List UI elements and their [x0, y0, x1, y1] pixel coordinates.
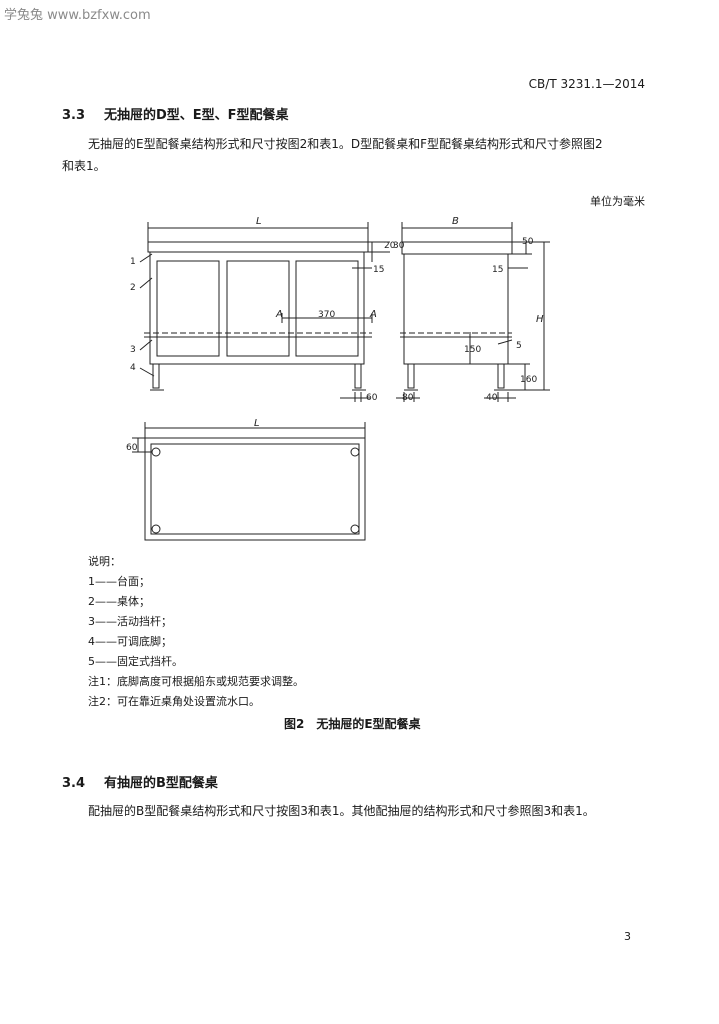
section-3-4-paragraph: 配抽屉的B型配餐桌结构形式和尺寸按图3和表1。其他配抽屉的结构形式和尺寸参照图3…: [88, 804, 595, 818]
dim-text-60-bottom: 60: [366, 393, 378, 403]
callout-5: 5: [516, 341, 522, 351]
legend-title: 说明：: [88, 555, 121, 568]
watermark-text: 学兔兔 www.bzfxw.com: [4, 8, 151, 23]
dim-text-60-plan: 60: [126, 443, 138, 453]
dim-text-40: 40: [486, 393, 498, 403]
legend-note: 注1：底脚高度可根据船东或规范要求调整。: [88, 675, 304, 688]
dim-text-B-top: B: [452, 216, 459, 227]
section-3-4-title: 有抽屉的B型配餐桌: [104, 776, 218, 791]
legend-item: 1——台面；: [88, 575, 150, 588]
callout-3: 3: [130, 345, 136, 355]
page-number: 3: [624, 930, 631, 943]
dim-text-15-right: 15: [492, 265, 503, 275]
plan-table-outline: [144, 437, 366, 541]
dim-text-30: 30: [393, 241, 405, 251]
legend-item: 2——桌体；: [88, 595, 150, 608]
legend-item: 5——固定式挡杆。: [88, 655, 183, 668]
front-table-top: [147, 241, 369, 253]
dim-text-L-plan: L: [254, 418, 260, 429]
unit-note: 单位为毫米: [590, 195, 645, 208]
section-3-3-heading: 3.3 无抽屉的D型、E型、F型配餐桌: [62, 104, 289, 123]
dim-text-L-top: L: [256, 216, 262, 227]
side-table-top: [401, 241, 513, 255]
legend-note: 注2：可在靠近桌角处设置流水口。: [88, 695, 260, 708]
dim-text-80: 80: [402, 393, 414, 403]
section-mark-left: A: [275, 309, 283, 320]
standard-code: CB/T 3231.1—2014: [528, 77, 645, 91]
front-table-body: [149, 251, 365, 365]
section-3-3-paragraph-line1: 无抽屉的E型配餐桌结构形式和尺寸按图2和表1。D型配餐桌和F型配餐桌结构形式和尺…: [88, 137, 603, 151]
side-table-body: [403, 253, 509, 365]
dim-text-160: 160: [520, 375, 537, 385]
dim-text-H: H: [536, 314, 544, 325]
dim-text-370: 370: [318, 310, 335, 320]
callout-1: 1: [130, 257, 136, 267]
legend-item: 4——可调底脚；: [88, 635, 172, 648]
section-3-4-number: 3.4: [62, 776, 86, 791]
section-3-3-title: 无抽屉的D型、E型、F型配餐桌: [104, 108, 289, 123]
callout-2: 2: [130, 283, 136, 293]
dim-text-150: 150: [464, 345, 481, 355]
section-3-3-paragraph-line2: 和表1。: [62, 159, 106, 173]
figure-caption: 图2 无抽屉的E型配餐桌: [284, 717, 421, 731]
section-mark-right: A: [369, 309, 377, 320]
section-3-3-number: 3.3: [62, 108, 86, 123]
figure-2-drawing: L B H L A A 20 30 50 15 15 370 150 160 6…: [126, 216, 550, 541]
dim-text-15-left: 15: [373, 265, 384, 275]
dim-text-20: 20: [384, 241, 396, 251]
legend-item: 3——活动挡杆；: [88, 615, 172, 628]
section-3-4-heading: 3.4 有抽屉的B型配餐桌: [62, 772, 218, 791]
dim-text-50: 50: [522, 237, 534, 247]
callout-4: 4: [130, 363, 136, 373]
